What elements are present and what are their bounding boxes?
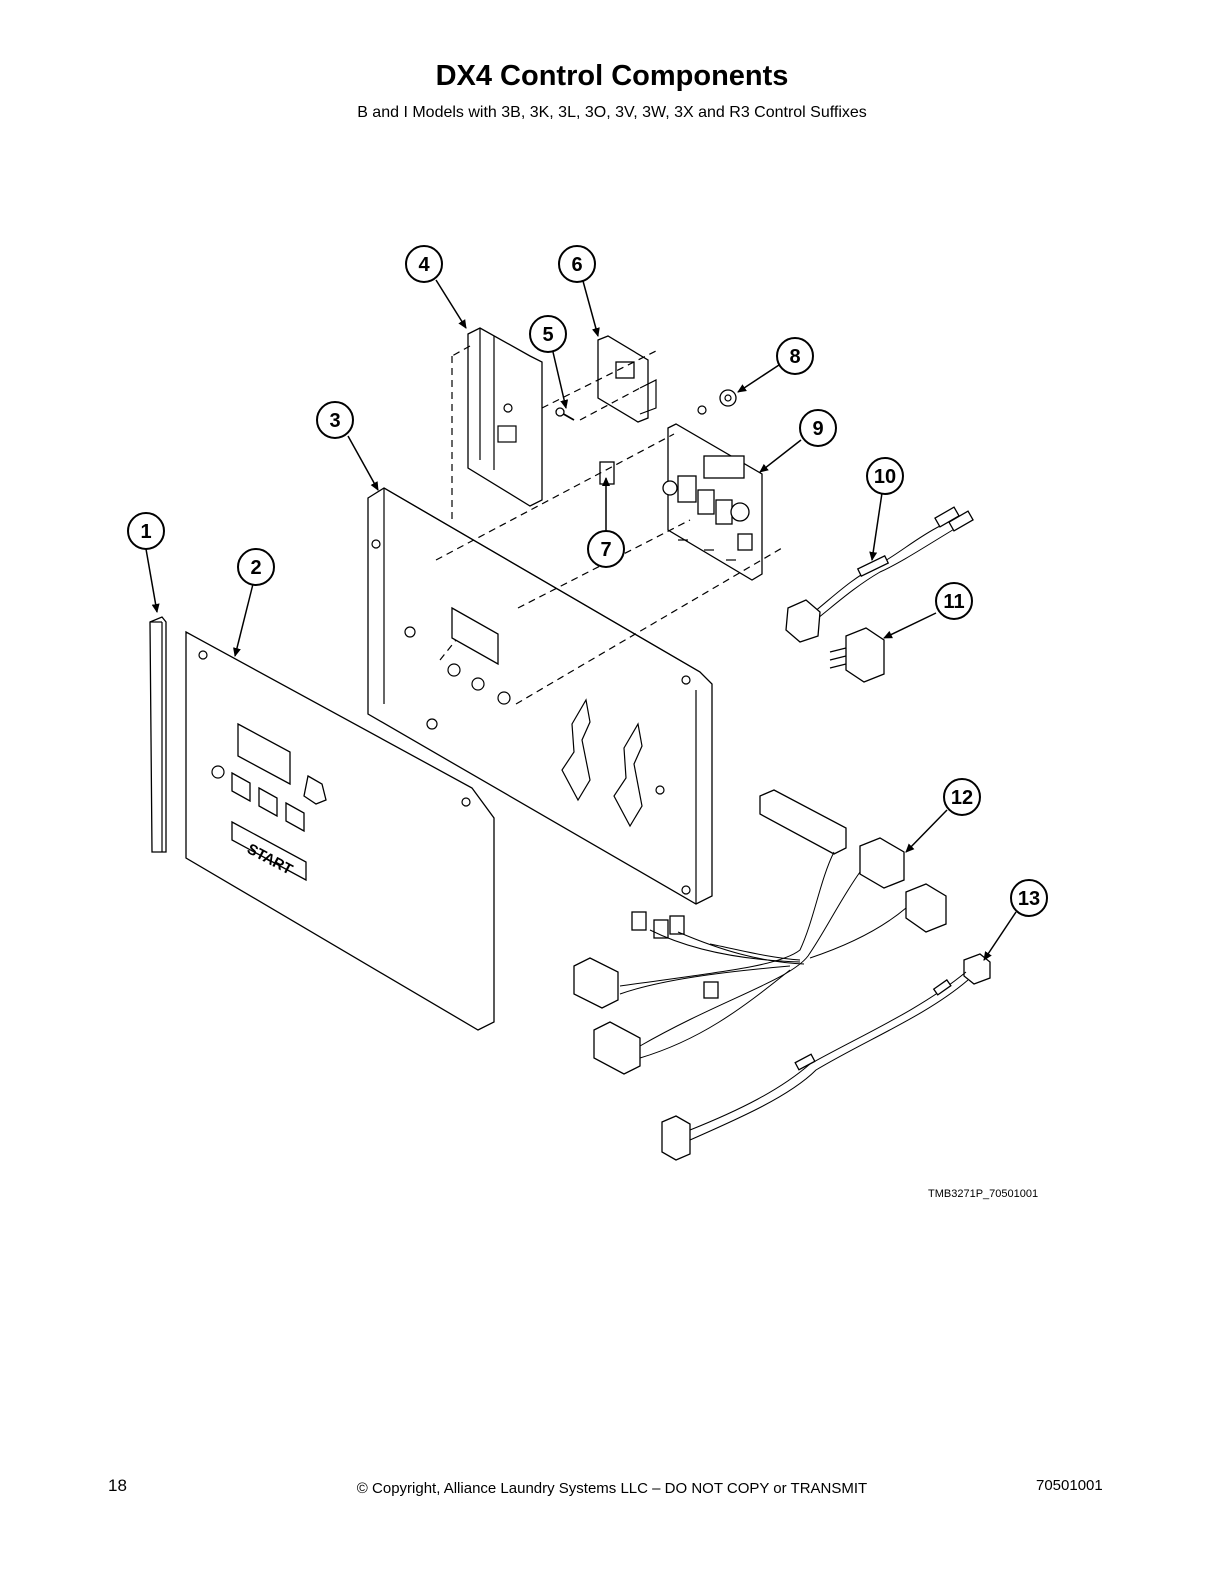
svg-text:12: 12 (951, 787, 973, 809)
part-4-board-bracket (467, 327, 543, 507)
callout-10: 10 (866, 457, 904, 495)
svg-text:4: 4 (418, 254, 430, 276)
leader-lines (145, 279, 1017, 961)
callout-6: 6 (558, 245, 596, 283)
svg-text:7: 7 (600, 539, 611, 561)
part-11-connector (829, 627, 885, 683)
callout-12: 12 (943, 778, 981, 816)
part-1-trim-strip (149, 616, 167, 853)
svg-text:5: 5 (542, 324, 553, 346)
svg-text:8: 8 (789, 346, 800, 368)
copyright-notice: © Copyright, Alliance Laundry Systems LL… (356, 1480, 868, 1497)
callout-11: 11 (935, 582, 973, 620)
svg-text:1: 1 (140, 521, 151, 543)
callout-8: 8 (776, 337, 814, 375)
callout-3: 3 (316, 401, 354, 439)
svg-text:9: 9 (812, 418, 823, 440)
callout-5: 5 (529, 315, 567, 353)
callout-9: 9 (799, 409, 837, 447)
part-9-relay-board (662, 423, 763, 581)
callout-4: 4 (405, 245, 443, 283)
page-subtitle: B and I Models with 3B, 3K, 3L, 3O, 3V, … (357, 104, 867, 121)
part-8-nut (697, 389, 737, 415)
svg-text:2: 2 (250, 557, 261, 579)
callout-7: 7 (587, 530, 625, 568)
part-6-small-board (597, 335, 657, 423)
svg-text:13: 13 (1018, 888, 1040, 910)
svg-text:10: 10 (874, 466, 896, 488)
part-10-harness (785, 506, 974, 643)
svg-text:3: 3 (329, 410, 340, 432)
callout-2: 2 (237, 548, 275, 586)
part-2-overlay-panel: START (185, 630, 495, 1031)
part-12-main-harness (573, 789, 947, 1075)
svg-text:11: 11 (943, 591, 964, 613)
part-7-standoff (599, 461, 615, 485)
callout-1: 1 (127, 512, 165, 550)
callout-13: 13 (1010, 879, 1048, 917)
svg-text:6: 6 (571, 254, 582, 276)
figure-id: TMB3271P_70501001 (928, 1188, 1039, 1200)
page-number: 18 (108, 1476, 127, 1495)
part-3-control-bracket (367, 487, 713, 905)
part-13-cable (661, 953, 991, 1161)
page-title: DX4 Control Components (435, 60, 789, 92)
document-number: 70501001 (1036, 1477, 1103, 1494)
part-5-screw (555, 407, 575, 421)
